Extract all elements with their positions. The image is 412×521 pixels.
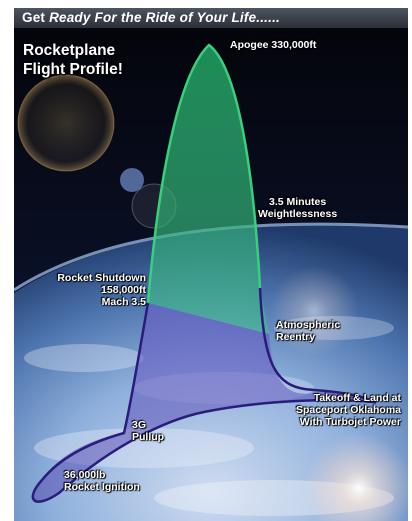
banner-text: Get Ready For the Ride of Your Life.....… bbox=[22, 10, 280, 25]
apogee-label: Apogee 330,000ft bbox=[230, 39, 317, 51]
takeoff-line-3: With Turbojet Power bbox=[299, 416, 401, 428]
banner: Get Ready For the Ride of Your Life.....… bbox=[14, 8, 408, 29]
sun-glare bbox=[304, 433, 408, 521]
coast-path bbox=[146, 43, 262, 304]
shutdown-line-2: 158,000ft bbox=[101, 284, 146, 296]
banner-lead: Get bbox=[22, 10, 46, 25]
weightlessness-line-2: Weightlessness bbox=[258, 208, 338, 220]
reentry-line-2: Reentry bbox=[276, 331, 316, 343]
descent-path bbox=[258, 287, 377, 405]
flight-profile-image: Get Ready For the Ride of Your Life.....… bbox=[14, 8, 408, 521]
scene: Rocketplane Flight Profile! Apogee 330,0… bbox=[14, 28, 408, 521]
ascent-path bbox=[31, 302, 375, 503]
pullup-line-2: Pullup bbox=[132, 431, 165, 443]
powered-ascent-area bbox=[31, 303, 374, 502]
ignition-line-1: 36,000lb bbox=[64, 469, 106, 481]
blue-flare bbox=[120, 168, 144, 192]
ignition-line-2: Rocket Ignition bbox=[64, 481, 140, 493]
title-line-2: Flight Profile! bbox=[23, 61, 123, 78]
takeoff-label: Takeoff & Land at Spaceport Oklahoma Wit… bbox=[269, 392, 401, 428]
reentry-line-1: Atmospheric bbox=[276, 319, 341, 331]
shutdown-label: Rocket Shutdown 158,000ft Mach 3.5 bbox=[34, 272, 146, 308]
shutdown-line-3: Mach 3.5 bbox=[101, 296, 146, 308]
pullup-line-1: 3G bbox=[132, 419, 147, 431]
weightlessness-area bbox=[148, 45, 269, 334]
ignition-label: 36,000lb Rocket Ignition bbox=[64, 469, 140, 493]
weightlessness-label: 3.5 Minutes Weightlessness bbox=[258, 196, 337, 220]
shutdown-line-1: Rocket Shutdown bbox=[57, 272, 146, 284]
scene-graphic bbox=[14, 28, 408, 521]
takeoff-line-1: Takeoff & Land at bbox=[313, 392, 401, 404]
banner-rest: Ready For the Ride of Your Life...... bbox=[49, 10, 280, 25]
takeoff-line-2: Spaceport Oklahoma bbox=[295, 404, 401, 416]
weightlessness-line-1: 3.5 Minutes bbox=[268, 196, 327, 208]
title-line-1: Rocketplane bbox=[23, 42, 116, 59]
cloud bbox=[24, 344, 144, 372]
reentry-label: Atmospheric Reentry bbox=[276, 319, 340, 343]
lens-flare-ring bbox=[17, 74, 115, 172]
page-title: Rocketplane Flight Profile! bbox=[23, 41, 123, 79]
pullup-label: 3G Pullup bbox=[132, 419, 164, 443]
sun-reflection bbox=[269, 266, 359, 356]
